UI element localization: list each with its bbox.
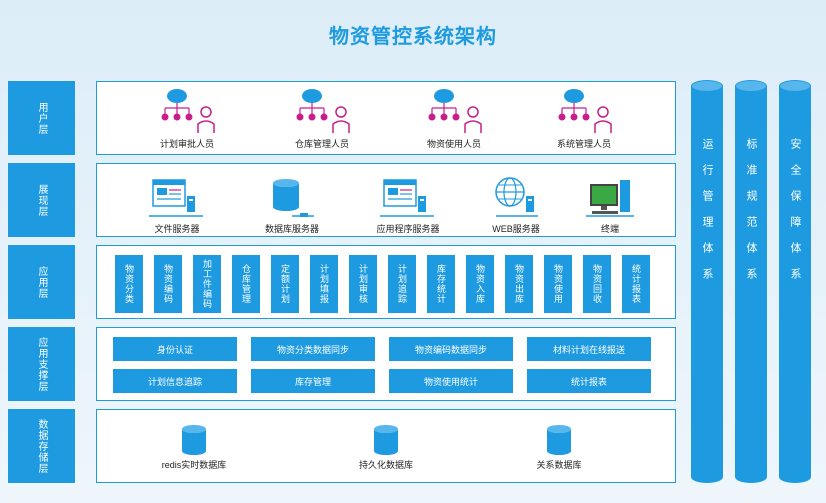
database-icon <box>182 425 206 455</box>
server-label: 数据库服务器 <box>264 224 319 234</box>
app-module: 仓库管理 <box>232 255 260 313</box>
app-module: 物资分类 <box>115 255 143 313</box>
server-label: 终端 <box>600 224 619 234</box>
pillar-security: 安全保障体系 <box>779 80 811 483</box>
layer-label-application: 应用层 <box>8 245 75 319</box>
org-person-icon <box>428 89 482 133</box>
pillar-label: 运行管理体系 <box>701 138 713 294</box>
server-label: 文件服务器 <box>154 224 200 234</box>
user-role-consumer: 物资使用人员 <box>399 87 509 150</box>
support-service: 身份认证 <box>113 337 237 361</box>
file-server-icon <box>149 179 203 217</box>
database-persistent: 持久化数据库 <box>331 424 441 471</box>
support-service: 物资使用统计 <box>389 369 513 393</box>
layer-label-presentation: 展现层 <box>8 163 75 237</box>
user-role-label: 仓库管理人员 <box>294 139 349 149</box>
support-service: 材料计划在线报送 <box>527 337 651 361</box>
layer-label-storage: 数据存储层 <box>8 409 75 483</box>
app-module: 库存统计 <box>427 255 455 313</box>
user-role-label: 物资使用人员 <box>426 139 481 149</box>
app-module: 计划填报 <box>310 255 338 313</box>
app-module: 物资编码 <box>154 255 182 313</box>
presentation-layer-panel: 文件服务器 数据库服务器 应用程序服务器 <box>96 163 676 237</box>
database-icon <box>374 425 398 455</box>
app-module: 物资回收 <box>583 255 611 313</box>
app-module: 定额计划 <box>271 255 299 313</box>
app-module: 计划审核 <box>349 255 377 313</box>
user-role-label: 计划审批人员 <box>159 139 214 149</box>
layer-label-user: 用户层 <box>8 81 75 155</box>
support-service: 库存管理 <box>251 369 375 393</box>
user-role-label: 系统管理人员 <box>556 139 611 149</box>
database-label: redis实时数据库 <box>161 460 227 470</box>
database-redis: redis实时数据库 <box>139 424 249 471</box>
user-layer-panel: 计划审批人员 仓库管理人员 物资使用人员 <box>96 81 676 155</box>
file-server: 文件服务器 <box>122 176 232 235</box>
org-person-icon <box>558 89 612 133</box>
support-service: 物资编码数据同步 <box>389 337 513 361</box>
web-globe-icon <box>495 177 538 217</box>
user-role-warehouse: 仓库管理人员 <box>267 87 377 150</box>
app-module: 物资使用 <box>544 255 572 313</box>
database-server: 数据库服务器 <box>237 176 347 235</box>
support-layer-panel: 身份认证 物资分类数据同步 物资编码数据同步 材料计划在线报送 计划信息追踪 库… <box>96 327 676 401</box>
org-person-icon <box>161 89 215 133</box>
database-icon <box>547 425 571 455</box>
web-server: WEB服务器 <box>461 176 571 235</box>
user-role-planner: 计划审批人员 <box>132 87 242 150</box>
application-layer-panel: 物资分类 物资编码 加工件编码 仓库管理 定额计划 计划填报 计划审核 计划追踪… <box>96 245 676 319</box>
layer-label-support: 应用支撑层 <box>8 327 75 401</box>
app-server: 应用程序服务器 <box>353 176 463 235</box>
storage-layer-panel: redis实时数据库 持久化数据库 关系数据库 <box>96 409 676 483</box>
database-label: 持久化数据库 <box>358 460 413 470</box>
pillar-operations: 运行管理体系 <box>691 80 723 483</box>
database-server-icon <box>273 179 314 217</box>
pillar-label: 安全保障体系 <box>789 138 801 294</box>
app-module: 统计报表 <box>622 255 650 313</box>
page-title: 物资管控系统架构 <box>329 26 497 48</box>
app-server-icon <box>380 179 434 217</box>
support-service: 计划信息追踪 <box>113 369 237 393</box>
app-module: 计划追踪 <box>388 255 416 313</box>
pillar-label: 标准规范体系 <box>745 138 757 294</box>
server-label: WEB服务器 <box>492 224 540 234</box>
app-module: 物资出库 <box>505 255 533 313</box>
app-module: 加工件编码 <box>193 255 221 313</box>
pillar-standards: 标准规范体系 <box>735 80 767 483</box>
support-service: 物资分类数据同步 <box>251 337 375 361</box>
app-module: 物资入库 <box>466 255 494 313</box>
org-person-icon <box>296 89 350 133</box>
desktop-computer-icon <box>586 180 634 217</box>
database-label: 关系数据库 <box>536 460 582 470</box>
support-service: 统计报表 <box>527 369 651 393</box>
terminal: 终端 <box>555 176 665 235</box>
user-role-admin: 系统管理人员 <box>529 87 639 150</box>
server-label: 应用程序服务器 <box>376 224 440 234</box>
database-relational: 关系数据库 <box>504 424 614 471</box>
